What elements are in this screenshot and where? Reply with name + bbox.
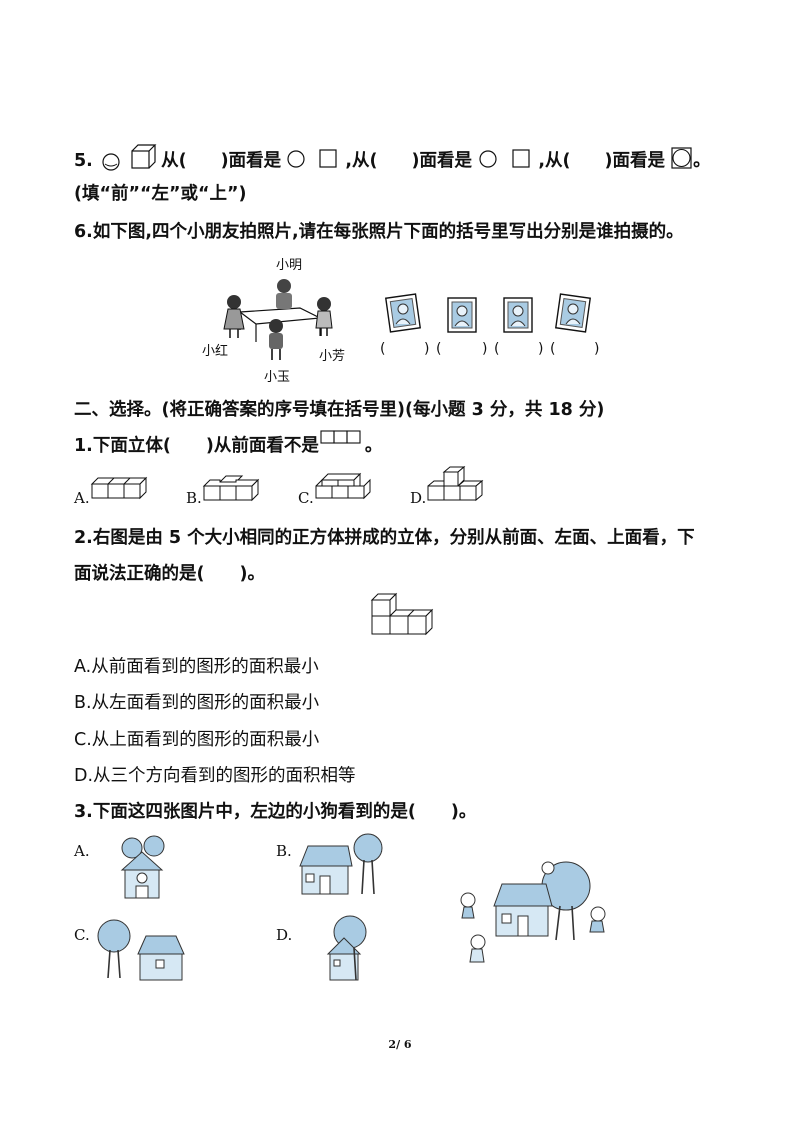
choice-3-option-b: B. [276, 842, 292, 860]
question-5-line: 5. 从( )面看是 ,从( )面看是 ,从( )面看是 。 [74, 144, 711, 174]
q5-text-1: 从( [161, 151, 187, 171]
choice-1-figure-d [427, 465, 484, 502]
photo-1-paren-close: ) [424, 341, 430, 357]
square-circle-view-icon [671, 147, 693, 172]
photo-2 [447, 297, 477, 333]
choice-3-option-d: D. [276, 926, 293, 944]
name-xiaoyu: 小玉 [264, 370, 291, 385]
q5-text-5: ,从( [538, 151, 571, 171]
question-5-hint: (填“前”“左”或“上”) [74, 184, 247, 204]
choice-1-figure-a [90, 476, 148, 500]
choice-2-option-d: D.从三个方向看到的图形的面积相等 [74, 766, 356, 786]
square-view-icon-2 [506, 149, 530, 171]
q5-text-3: ,从( [345, 151, 378, 171]
choice-1-option-c: C. [298, 489, 314, 507]
choice-1-figure-c [315, 472, 371, 500]
choice-3-question: 3.下面这四张图片中，左边的小狗看到的是( )。 [74, 802, 477, 822]
choice-1-text: 1.下面立体( )从前面看不是 [74, 436, 319, 456]
choice-3-picture-c [97, 919, 185, 981]
choice-2-line-1: 2.右图是由 5 个大小相同的正方体拼成的立体，分别从前面、左面、上面看，下 [74, 528, 695, 548]
photo-3-paren-close: ) [538, 341, 544, 357]
name-xiaoming: 小明 [276, 258, 303, 273]
photo-4-paren-close: ) [594, 341, 600, 357]
choice-3-picture-a [120, 835, 165, 899]
name-xiaohong: 小红 [202, 344, 229, 359]
five-cube-figure [370, 592, 434, 636]
photo-2-paren-close: ) [482, 341, 488, 357]
circle-view-icon [287, 150, 307, 171]
name-xiaofang: 小芳 [319, 349, 346, 364]
choice-2-option-c: C.从上面看到的图形的面积最小 [74, 730, 320, 750]
question-6-text: 6.如下图,四个小朋友拍照片,请在每张照片下面的括号里写出分别是谁拍摄的。 [74, 222, 684, 242]
circle-view-icon-2 [478, 150, 500, 171]
choice-1-option-d: D. [410, 489, 427, 507]
q5-text-6: )面看是 [604, 151, 665, 171]
photo-4-paren-open: ( [550, 341, 556, 357]
choice-1-figure-b [202, 475, 260, 502]
cube-icon [127, 144, 157, 174]
question-5-number: 5. [74, 151, 93, 171]
photo-4 [554, 293, 592, 333]
choice-1-question: 1.下面立体( )从前面看不是 。 [74, 430, 383, 458]
choice-1-option-b: B. [186, 489, 202, 507]
square-view-icon [313, 149, 337, 171]
choice-2-option-b: B.从左面看到的图形的面积最小 [74, 693, 320, 713]
choice-2-option-a: A.从前面看到的图形的面积最小 [74, 657, 319, 677]
choice-1-option-a: A. [74, 489, 90, 507]
three-squares-icon [319, 430, 365, 454]
section-2-title: 二、选择。(将正确答案的序号填在括号里)(每小题 3 分，共 18 分) [74, 400, 605, 420]
choice-3-picture-b [299, 833, 383, 895]
choice-1-text-end: 。 [364, 436, 383, 456]
q5-text-7: 。 [693, 151, 711, 171]
children-table-illustration [223, 279, 333, 360]
choice-3-option-c: C. [74, 926, 90, 944]
choice-3-picture-d [326, 915, 367, 981]
photo-3 [503, 297, 533, 333]
q5-text-4: )面看是 [411, 151, 473, 171]
photo-1-paren-open: ( [380, 341, 386, 357]
choice-3-option-a: A. [74, 842, 90, 860]
ball-icon [99, 151, 121, 171]
photo-1 [384, 293, 422, 333]
q5-text-2: )面看是 [220, 151, 282, 171]
page-number: 2/ 6 [388, 1038, 412, 1051]
choice-2-line-2: 面说法正确的是( )。 [74, 564, 265, 584]
photo-2-paren-open: ( [436, 341, 442, 357]
house-dogs-scene [460, 861, 606, 963]
photo-3-paren-open: ( [494, 341, 500, 357]
